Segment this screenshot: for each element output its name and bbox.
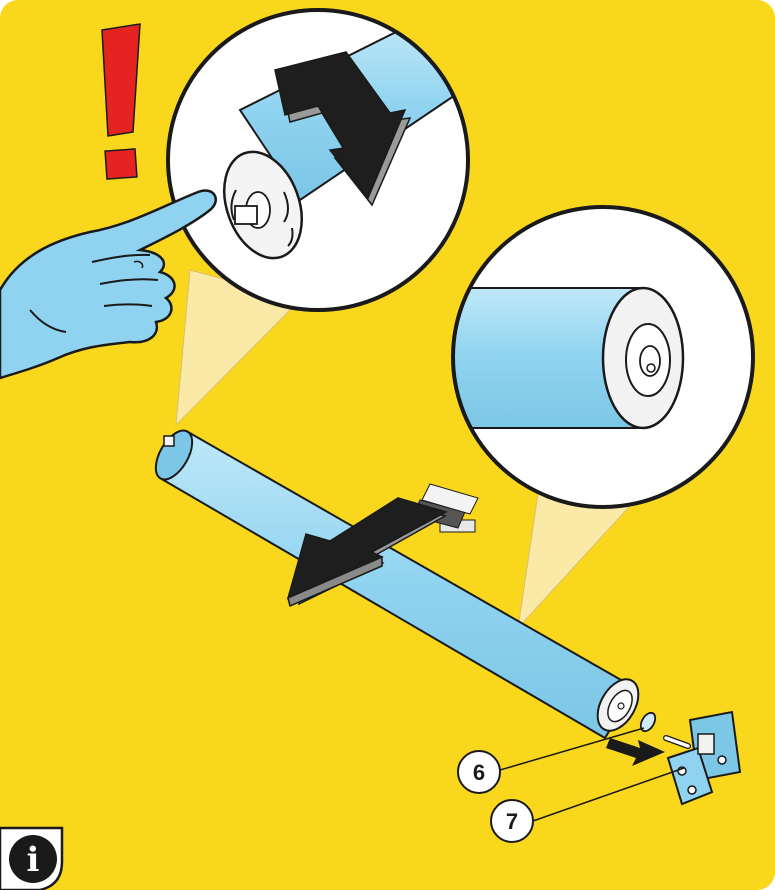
exclamation-icon [102,24,140,179]
callout-6: 6 [458,751,500,793]
info-icon: i [0,828,62,890]
callout-7-label: 7 [506,809,518,834]
info-label: i [27,840,40,880]
callout-7: 7 [491,800,533,842]
callout-6-label: 6 [473,760,485,785]
magnified-detail-motor-head [168,10,470,310]
